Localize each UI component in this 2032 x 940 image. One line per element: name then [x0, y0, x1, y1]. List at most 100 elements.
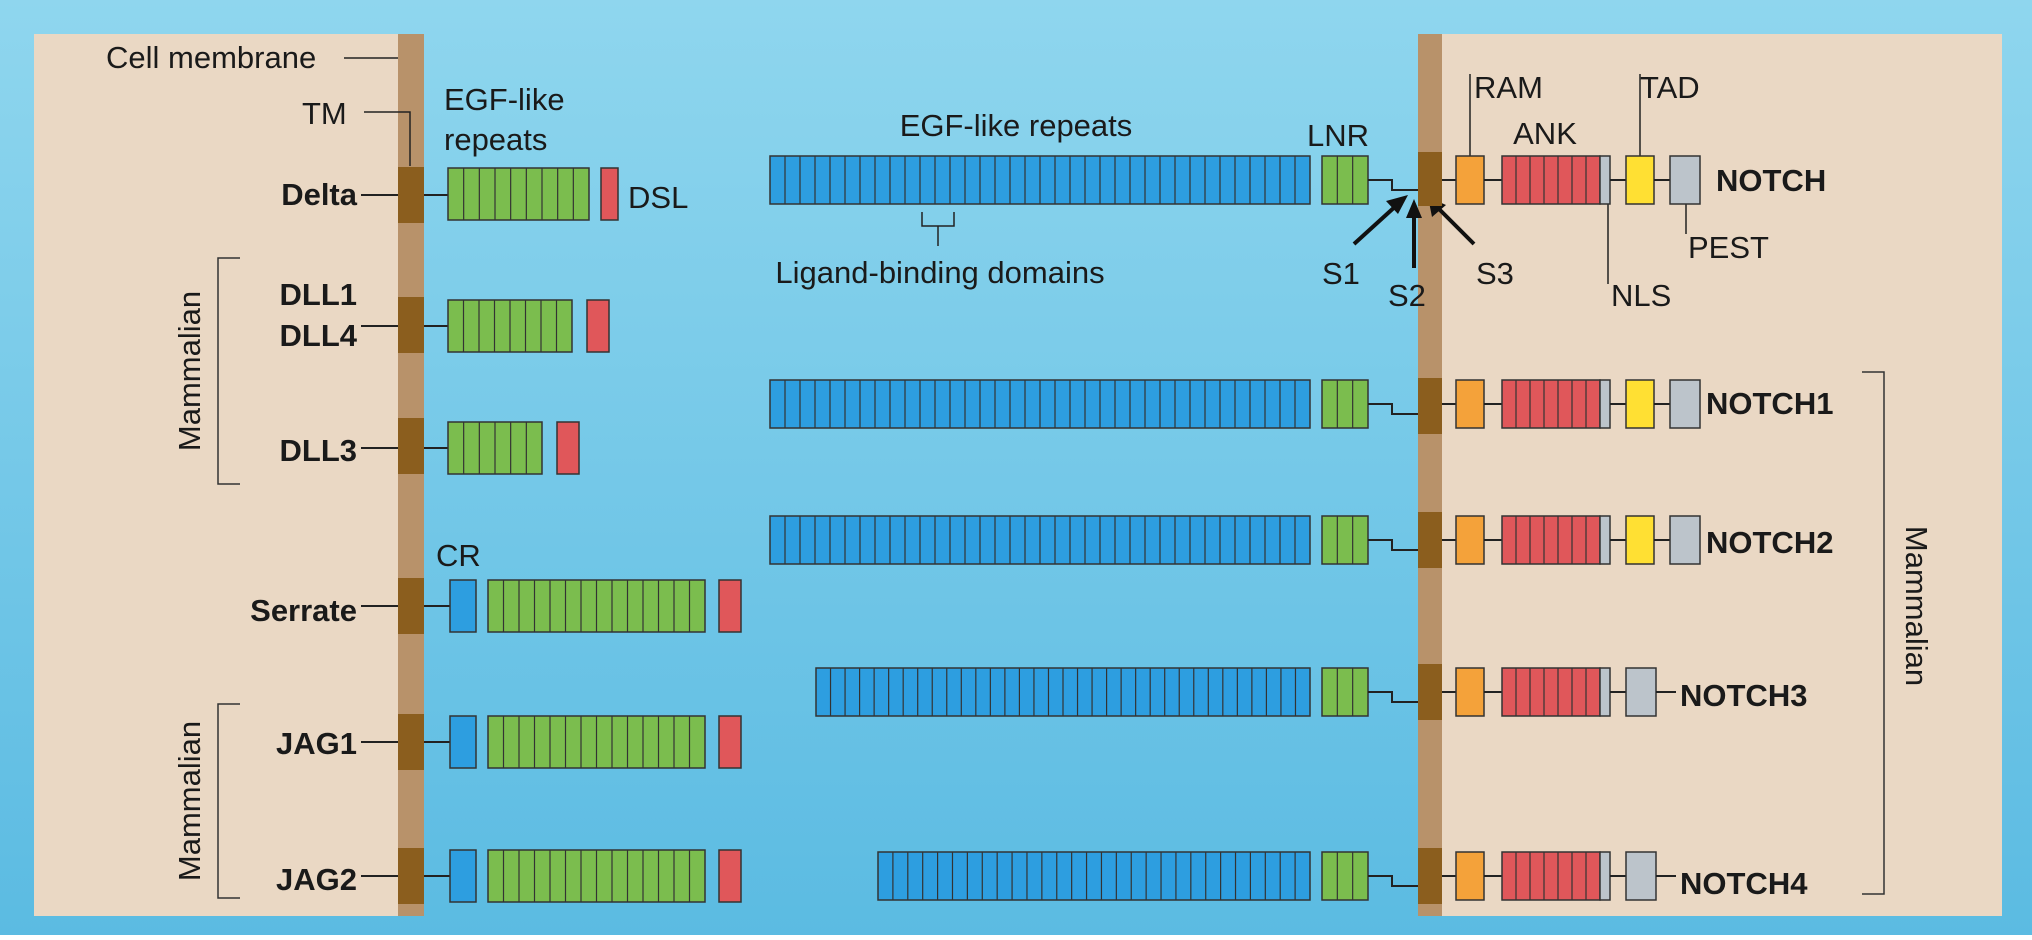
tm-domain	[1418, 378, 1442, 434]
tm-domain	[398, 714, 424, 770]
repeat-block	[1501, 667, 1601, 717]
repeat-block	[1501, 851, 1601, 901]
receptor-label-notch: NOTCH	[1716, 163, 1826, 198]
tm-domain	[1418, 152, 1442, 206]
egf-repeats-notch1	[769, 379, 1311, 429]
receptor-label-notch1: NOTCH1	[1706, 386, 1833, 421]
ram-domain-notch4	[1455, 851, 1485, 901]
lnr-label: LNR	[1307, 118, 1369, 153]
ligand-label-dll1: DLL1	[280, 277, 358, 312]
connector-line	[1368, 179, 1418, 191]
cr-domain-jag1	[449, 715, 477, 769]
tad-label: TAD	[1640, 70, 1700, 105]
tm-domain	[398, 848, 424, 904]
receptor-row-notch2: NOTCH2	[769, 512, 1833, 568]
receptor-label-notch4: NOTCH4	[1680, 866, 1808, 901]
tm-domain	[1418, 512, 1442, 568]
cell-membrane-label: Cell membrane	[106, 40, 316, 75]
dsl-label: DSL	[628, 180, 688, 215]
tm-domain	[398, 297, 424, 353]
pest-domain-notch	[1669, 155, 1701, 205]
egf-repeats-delta	[447, 167, 590, 221]
egf-repeats-dll1-dll4	[447, 299, 573, 353]
tm-leader	[364, 111, 411, 166]
ank-repeats-notch4	[1501, 851, 1601, 901]
mammalian-bracket-notch	[1862, 371, 1885, 895]
lnr-domain-notch3	[1321, 667, 1369, 717]
ligand-binding-label: Ligand-binding domains	[775, 255, 1104, 290]
repeat-block	[1321, 379, 1369, 429]
repeat-block	[877, 851, 1311, 901]
dsl-domain-dll1-dll4	[586, 299, 610, 353]
ram-label: RAM	[1474, 70, 1543, 105]
egf-repeats-jag2	[487, 849, 706, 903]
s1-arrow-shaft	[1352, 202, 1400, 246]
ligand-row-dll3: DLL3	[280, 418, 580, 475]
tad-domain-notch	[1625, 155, 1655, 205]
receptor-row-notch1: NOTCH1	[769, 378, 1833, 434]
tm-label: TM	[302, 96, 347, 131]
nls-segment-notch2	[1599, 515, 1611, 565]
cr-domain-jag2	[449, 849, 477, 903]
pest-domain-notch3	[1625, 667, 1657, 717]
ligand-label-serrate: Serrate	[250, 593, 357, 628]
connector-line	[1368, 691, 1418, 703]
lnr-domain-notch	[1321, 155, 1369, 205]
ank-repeats-notch3	[1501, 667, 1601, 717]
ank-repeats-notch	[1501, 155, 1601, 205]
pest-domain-notch2	[1669, 515, 1701, 565]
lnr-domain-notch1	[1321, 379, 1369, 429]
connector-line	[1368, 403, 1418, 415]
ligand-cell-membrane	[398, 34, 424, 916]
pest-label: PEST	[1688, 230, 1769, 265]
egf-repeats-notch2	[769, 515, 1311, 565]
dsl-domain-serrate	[718, 579, 742, 633]
tad-domain-notch2	[1625, 515, 1655, 565]
egf-like-label-line1: EGF-like	[444, 82, 565, 117]
ank-repeats-notch2	[1501, 515, 1601, 565]
egf-like-label-line2: repeats	[444, 122, 547, 157]
nls-segment-notch	[1599, 155, 1611, 205]
connector-line	[1368, 875, 1418, 887]
cr-label: CR	[436, 538, 481, 573]
mammalian-label-notch: Mammalian	[1899, 526, 1934, 686]
tm-domain	[1418, 848, 1442, 904]
receptor-label-notch3: NOTCH3	[1680, 678, 1807, 713]
ligand-label-jag1: JAG1	[276, 726, 357, 761]
egf-repeats-dll3	[447, 421, 543, 475]
pest-domain-notch1	[1669, 379, 1701, 429]
egf-repeats-jag1	[487, 715, 706, 769]
repeat-block	[1321, 851, 1369, 901]
s2-label: S2	[1388, 278, 1426, 313]
tad-domain-notch1	[1625, 379, 1655, 429]
receptor-label-notch2: NOTCH2	[1706, 525, 1833, 560]
dsl-domain-dll3	[556, 421, 580, 475]
receptor-row-notch4: NOTCH4	[877, 848, 1808, 904]
dsl-domain-delta	[600, 167, 619, 221]
ligand-label-jag2: JAG2	[276, 862, 357, 897]
nls-segment-notch4	[1599, 851, 1611, 901]
dsl-domain-jag2	[718, 849, 742, 903]
ligand-row-dll1-dll4: DLL1 DLL4	[280, 277, 610, 353]
ligand-label-dll4: DLL4	[280, 318, 358, 353]
ank-repeats-notch1	[1501, 379, 1601, 429]
ligand-row-serrate: Serrate	[250, 578, 742, 634]
ram-domain-notch3	[1455, 667, 1485, 717]
s2-arrow-icon	[1406, 199, 1422, 218]
ligand-label-dll3: DLL3	[280, 433, 358, 468]
egf-repeats-notch3	[815, 667, 1311, 717]
repeat-block	[1321, 515, 1369, 565]
s3-label: S3	[1476, 256, 1514, 291]
s1-label: S1	[1322, 256, 1360, 291]
s3-arrow-shaft	[1434, 204, 1476, 246]
receptor-row-notch3: NOTCH3	[815, 664, 1807, 720]
lnr-domain-notch2	[1321, 515, 1369, 565]
repeat-block	[1321, 667, 1369, 717]
ligand-row-jag2: JAG2	[276, 848, 742, 904]
cleavage-arrows: S1 S2 S3	[1322, 195, 1514, 313]
tm-domain	[398, 578, 424, 634]
ram-domain-notch	[1455, 155, 1485, 205]
ram-domain-notch2	[1455, 515, 1485, 565]
